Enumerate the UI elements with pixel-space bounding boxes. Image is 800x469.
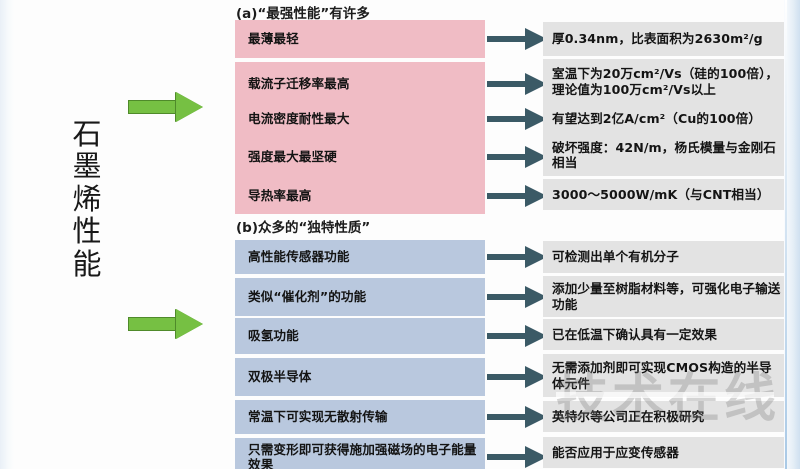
detail-box-b1: 可检测出单个有机分子 — [543, 241, 786, 273]
property-box-b2: 类似“催化剂”的功能 — [235, 278, 485, 316]
arrow-head — [525, 108, 547, 130]
detail-box-b6: 能否应用于应变传感器 — [543, 437, 786, 468]
flow-arrow-b2 — [487, 286, 547, 308]
green-arrow-shaft — [128, 100, 178, 114]
flow-arrow-b1 — [487, 246, 547, 268]
arrow-head — [525, 406, 547, 428]
property-box-b4: 双极半导体 — [235, 358, 485, 396]
green-arrow-shaft — [128, 317, 178, 331]
section-b-caption: (b)众多的“独特性质” — [236, 220, 371, 236]
arrow-head — [525, 286, 547, 308]
title-char-5: 能 — [72, 246, 102, 281]
green-arrow-head — [176, 92, 203, 122]
title-char-3: 烯 — [72, 181, 102, 216]
page-right-edge-line — [785, 0, 787, 469]
property-box-b5: 常温下可实现无散射传输 — [235, 400, 485, 434]
section-a-caption: (a)“最强性能”有许多 — [236, 6, 370, 22]
arrow-head — [525, 446, 547, 468]
property-box-b1: 高性能传感器功能 — [235, 240, 485, 274]
flow-arrow-b5 — [487, 406, 547, 428]
flow-arrow-b6 — [487, 446, 547, 468]
arrow-shaft — [487, 454, 529, 460]
detail-box-b2: 添加少量至树脂材料等，可强化电子输送功能 — [543, 276, 786, 317]
property-box-a1: 最薄最轻 — [235, 20, 485, 58]
arrow-shaft — [487, 154, 529, 160]
green-arrow-to-unique-properties — [128, 309, 206, 339]
detail-box-a4: 破坏强度：42N/m，杨氏模量与金刚石相当 — [543, 134, 786, 176]
property-box-a5: 导热率最高 — [235, 178, 485, 214]
flow-arrow-a5 — [487, 185, 547, 207]
title-char-1: 石 — [72, 117, 102, 151]
flow-arrow-b3 — [487, 325, 547, 347]
flow-arrow-a3 — [487, 108, 547, 130]
arrow-head — [525, 73, 547, 95]
green-arrow-head — [176, 309, 203, 339]
page-title-vertical: 石 墨 烯 性 能 — [60, 117, 114, 281]
arrow-head — [525, 146, 547, 168]
arrow-head — [525, 325, 547, 347]
arrow-shaft — [487, 374, 529, 380]
flow-arrow-a1 — [487, 28, 547, 50]
property-box-a2: 载流子迁移率最高 — [235, 62, 485, 106]
arrow-head — [525, 246, 547, 268]
property-box-b6: 只需变形即可获得施加强磁场的电子能量效果 — [235, 438, 485, 469]
arrow-shaft — [487, 333, 529, 339]
detail-box-a1: 厚0.34nm，比表面积为2630m²/g — [543, 22, 786, 56]
arrow-head — [525, 28, 547, 50]
arrow-shaft — [487, 294, 529, 300]
property-box-b3: 吸氢功能 — [235, 318, 485, 354]
arrow-shaft — [487, 116, 529, 122]
detail-box-a3: 有望达到2亿A/cm²（Cu的100倍） — [543, 104, 786, 134]
green-arrow-to-strongest-properties — [128, 92, 206, 122]
page-right-edge — [784, 0, 800, 469]
arrow-shaft — [487, 254, 529, 260]
detail-box-b4: 无需添加剂即可实现CMOS构造的半导体元件 — [543, 354, 786, 397]
arrow-head — [525, 366, 547, 388]
detail-box-b3: 已在低温下确认具有一定效果 — [543, 319, 786, 350]
flow-arrow-a4 — [487, 146, 547, 168]
arrow-shaft — [487, 81, 529, 87]
property-box-a3: 电流密度耐性最大 — [235, 100, 485, 138]
flow-arrow-a2 — [487, 73, 547, 95]
property-box-a4: 强度最大最坚硬 — [235, 136, 485, 178]
arrow-shaft — [487, 36, 529, 42]
page-left-edge — [0, 0, 14, 469]
detail-box-b5: 英特尔等公司正在积极研究 — [543, 401, 786, 432]
arrow-shaft — [487, 414, 529, 420]
detail-box-a5: 3000～5000W/mK（与CNT相当） — [543, 179, 786, 210]
arrow-head — [525, 185, 547, 207]
flow-arrow-b4 — [487, 366, 547, 388]
arrow-shaft — [487, 193, 529, 199]
title-char-4: 性 — [72, 214, 102, 249]
detail-box-a2: 室温下为20万cm²/Vs（硅的100倍），理论值为100万cm²/Vs以上 — [543, 59, 786, 104]
title-char-2: 墨 — [72, 149, 102, 184]
